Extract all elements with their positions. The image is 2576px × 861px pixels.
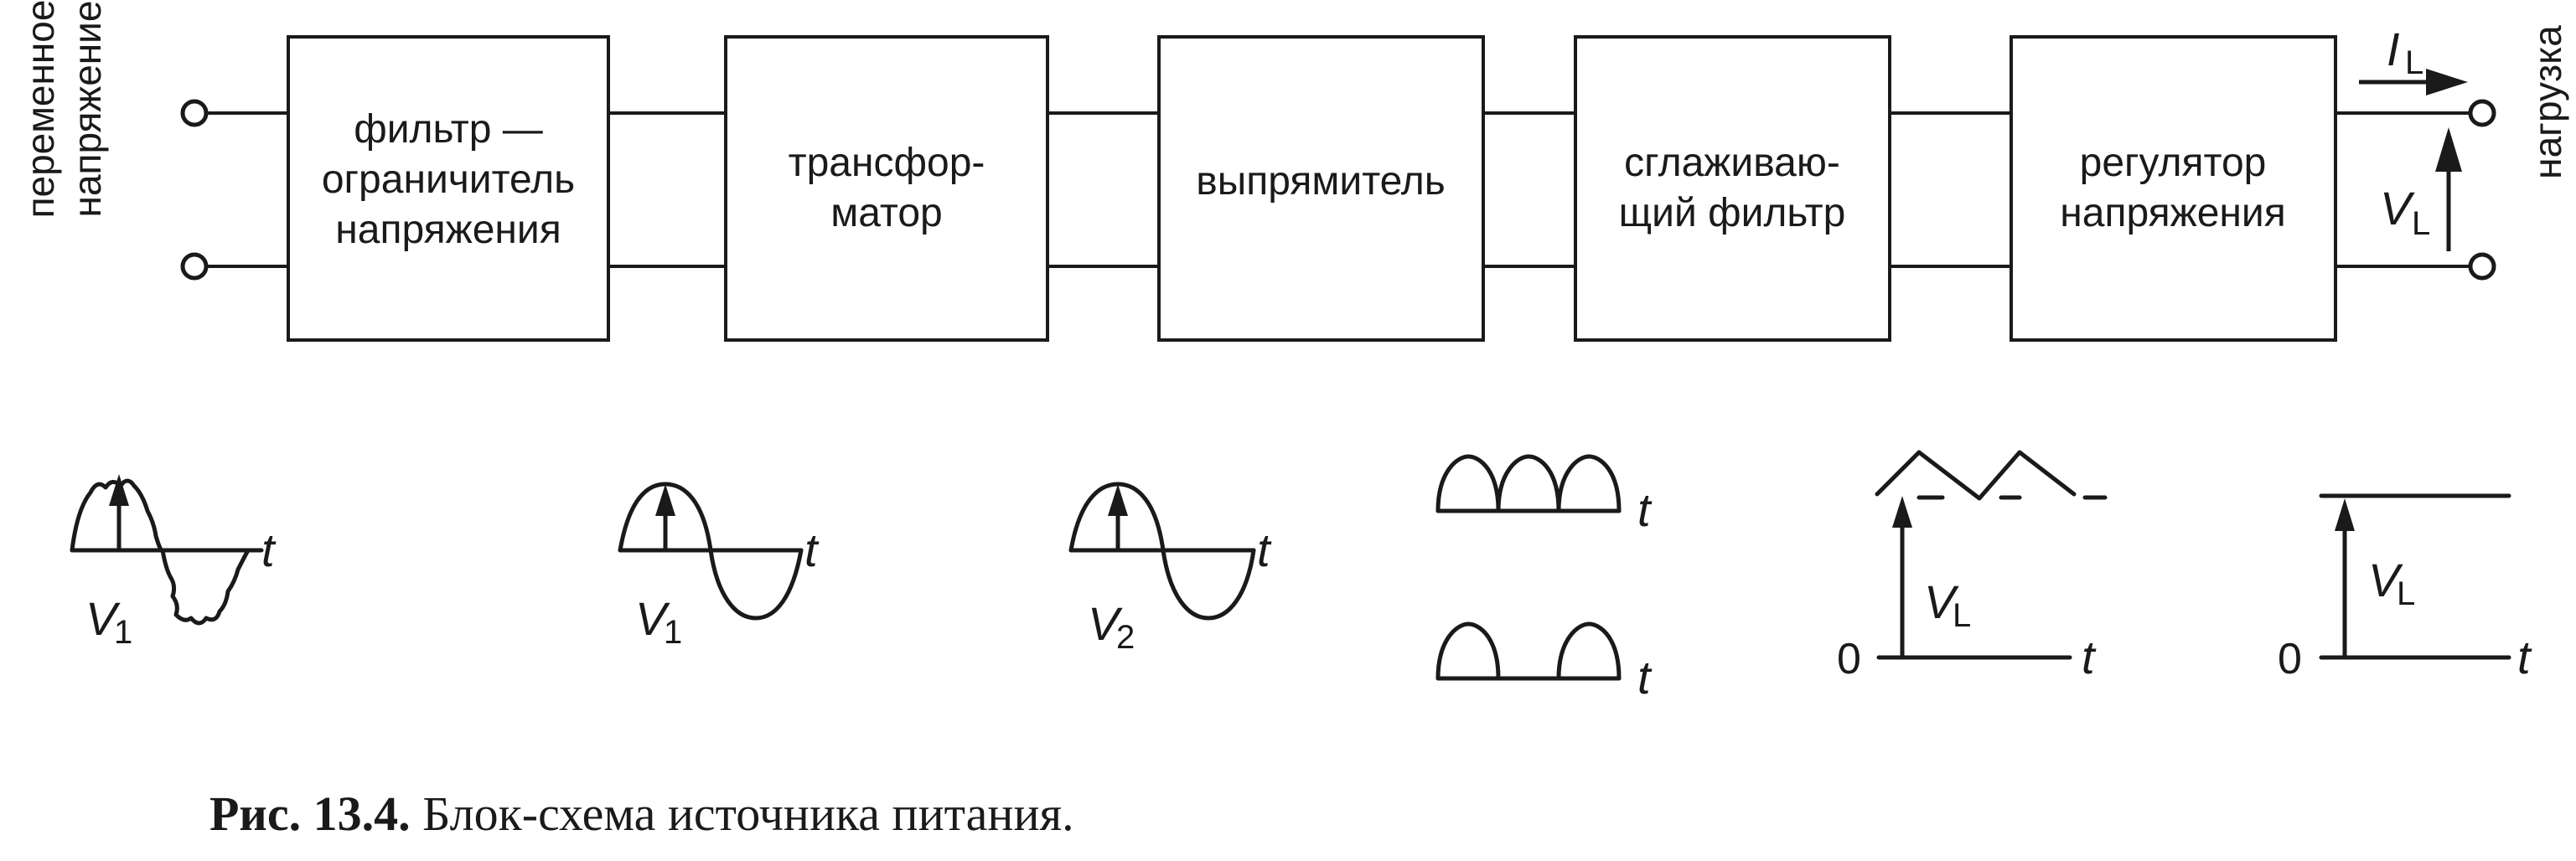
block-5-line-1: регулятор xyxy=(2080,141,2267,185)
output-label-text: нагрузка xyxy=(2526,25,2569,179)
current-subscript: L xyxy=(2405,44,2423,81)
input-terminal-bottom xyxy=(180,252,209,281)
output-label: нагрузка xyxy=(2526,25,2569,179)
wf5-subscript: L xyxy=(1953,597,1971,634)
figure-caption: Рис. 13.4. Блок-схема источника питания. xyxy=(209,786,1074,842)
output-terminal-top xyxy=(2468,99,2496,127)
block-voltage-limiter-filter: фильтр — ограничитель напряжения xyxy=(287,35,610,342)
wf3-symbol: V xyxy=(1088,597,1123,650)
waveform-after-smoothing: 0 t V L xyxy=(1837,450,2108,683)
block-3-line-1: выпрямитель xyxy=(1196,159,1446,204)
input-label: переменное напряжение xyxy=(18,0,109,218)
waveform-input-noisy: t V 1 xyxy=(70,474,277,651)
wf6-subscript: L xyxy=(2397,575,2415,612)
wf3-axis-label: t xyxy=(1257,523,1272,576)
wf5-symbol: V xyxy=(1924,575,1959,628)
wf5-axis-label: t xyxy=(2082,631,2097,683)
input-label-line-1: переменное xyxy=(18,0,62,218)
wf1-axis-label: t xyxy=(261,523,277,576)
voltage-symbol: V xyxy=(2380,182,2415,235)
wf4-full-axis-label: t xyxy=(1637,483,1653,536)
waveform-after-limiter: t V 1 xyxy=(618,482,820,651)
wf5-origin: 0 xyxy=(1837,635,1861,683)
load-current-arrow: I L xyxy=(2359,23,2468,95)
wf1-subscript: 1 xyxy=(114,614,132,651)
wires xyxy=(206,111,2470,268)
waveform-after-transformer: t V 2 xyxy=(1068,482,1272,656)
wf2-symbol: V xyxy=(635,592,670,645)
wf6-symbol: V xyxy=(2368,554,2403,606)
input-terminal-top xyxy=(180,99,209,127)
block-rectifier: выпрямитель xyxy=(1157,35,1485,342)
block-1-line-1: фильтр — xyxy=(354,107,543,152)
wf4-half-axis-label: t xyxy=(1637,651,1653,704)
voltage-subscript: L xyxy=(2412,205,2430,242)
figure-caption-text: Блок-схема источника питания. xyxy=(410,786,1074,841)
block-1-line-3: напряжения xyxy=(335,208,561,252)
input-label-line-2: напряжение xyxy=(65,1,109,218)
block-4-line-2: щий фильтр xyxy=(1619,191,1846,235)
block-5-line-2: напряжения xyxy=(2060,191,2285,235)
current-symbol: I xyxy=(2387,23,2400,75)
wf3-subscript: 2 xyxy=(1116,619,1135,656)
block-4-line-1: сглаживаю- xyxy=(1624,141,1840,185)
waveform-after-regulator: 0 t V L xyxy=(2278,493,2532,683)
block-smoothing-filter: сглаживаю- щий фильтр xyxy=(1574,35,1891,342)
figure-number: Рис. 13.4. xyxy=(209,786,411,841)
wf2-axis-label: t xyxy=(804,523,820,576)
block-1-line-2: ограничитель xyxy=(322,157,575,202)
waveform-after-rectifier: t t xyxy=(1435,454,1653,704)
load-voltage-arrow: V L xyxy=(2380,127,2462,251)
block-voltage-regulator: регулятор напряжения xyxy=(2010,35,2337,342)
wf2-subscript: 1 xyxy=(664,614,682,651)
wf6-origin: 0 xyxy=(2278,635,2302,683)
block-2-line-2: матор xyxy=(830,191,942,235)
wf1-symbol: V xyxy=(85,592,121,645)
output-terminal-bottom xyxy=(2468,252,2496,281)
wf6-axis-label: t xyxy=(2517,631,2532,683)
block-2-line-1: трансфор- xyxy=(789,141,985,185)
block-transformer: трансфор- матор xyxy=(724,35,1049,342)
